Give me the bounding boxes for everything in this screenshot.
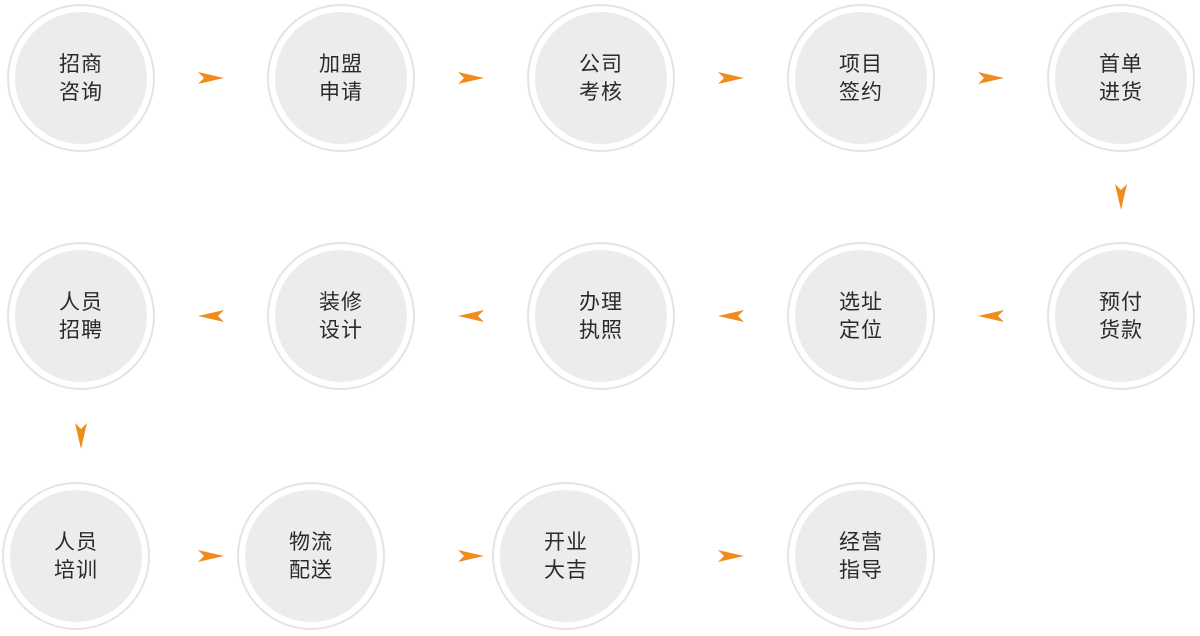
arrow-right-icon [978, 72, 1004, 84]
step-node-8: 办理执照 [527, 242, 675, 390]
arrow-shape [198, 550, 224, 562]
step-circle: 开业大吉 [500, 490, 632, 622]
step-node-4: 项目签约 [787, 4, 935, 152]
step-label-line2: 进货 [1099, 80, 1143, 104]
arrow-shape [718, 550, 744, 562]
step-node-12: 物流配送 [237, 482, 385, 630]
step-label-line2: 定位 [839, 318, 883, 342]
step-label-line1: 加盟 [319, 52, 363, 76]
step-node-9: 装修设计 [267, 242, 415, 390]
arrow-left-icon [458, 310, 484, 322]
arrow-right-icon [458, 72, 484, 84]
step-label-line1: 物流 [289, 530, 333, 554]
step-label-line2: 签约 [839, 80, 883, 104]
step-circle: 办理执照 [535, 250, 667, 382]
arrow-right-icon [718, 550, 744, 562]
step-label-line1: 首单 [1099, 52, 1143, 76]
step-label-line2: 指导 [839, 558, 883, 582]
arrow-down-icon [75, 423, 87, 449]
step-circle: 招商咨询 [15, 12, 147, 144]
step-label-line2: 大吉 [544, 558, 588, 582]
step-label-line2: 执照 [579, 318, 623, 342]
arrow-left-icon [978, 310, 1004, 322]
step-label-line2: 咨询 [59, 80, 103, 104]
step-node-1: 招商咨询 [7, 4, 155, 152]
step-node-13: 开业大吉 [492, 482, 640, 630]
arrow-shape [978, 72, 1004, 84]
arrow-shape [458, 550, 484, 562]
step-label-line1: 人员 [59, 290, 103, 314]
step-label-line1: 人员 [54, 530, 98, 554]
arrow-shape [198, 310, 224, 322]
step-label-line1: 选址 [839, 290, 883, 314]
step-label-line2: 招聘 [59, 318, 103, 342]
step-node-6: 预付货款 [1047, 242, 1195, 390]
arrow-right-icon [718, 72, 744, 84]
arrow-shape [198, 72, 224, 84]
step-label-line1: 项目 [839, 52, 883, 76]
step-node-2: 加盟申请 [267, 4, 415, 152]
arrow-shape [1115, 184, 1127, 210]
arrow-left-icon [718, 310, 744, 322]
step-label-line2: 培训 [54, 558, 98, 582]
step-label-line2: 设计 [319, 318, 363, 342]
step-label-line1: 装修 [319, 290, 363, 314]
step-node-14: 经营指导 [787, 482, 935, 630]
step-circle: 装修设计 [275, 250, 407, 382]
step-circle: 人员培训 [10, 490, 142, 622]
step-circle: 公司考核 [535, 12, 667, 144]
step-circle: 预付货款 [1055, 250, 1187, 382]
step-circle: 首单进货 [1055, 12, 1187, 144]
step-circle: 经营指导 [795, 490, 927, 622]
step-node-11: 人员培训 [2, 482, 150, 630]
step-label-line2: 货款 [1099, 318, 1143, 342]
arrow-shape [458, 310, 484, 322]
step-circle: 加盟申请 [275, 12, 407, 144]
arrow-shape [978, 310, 1004, 322]
step-label-line1: 经营 [839, 530, 883, 554]
step-node-5: 首单进货 [1047, 4, 1195, 152]
step-label-line1: 办理 [579, 290, 623, 314]
step-label-line1: 公司 [579, 52, 623, 76]
step-label-line1: 招商 [59, 52, 103, 76]
arrow-left-icon [198, 310, 224, 322]
step-label-line2: 考核 [579, 80, 623, 104]
step-label-line1: 开业 [544, 530, 588, 554]
step-node-10: 人员招聘 [7, 242, 155, 390]
arrow-shape [718, 310, 744, 322]
step-label-line2: 配送 [289, 558, 333, 582]
arrow-shape [75, 423, 87, 449]
arrow-down-icon [1115, 184, 1127, 210]
arrow-shape [718, 72, 744, 84]
step-circle: 项目签约 [795, 12, 927, 144]
arrow-right-icon [198, 550, 224, 562]
step-label-line2: 申请 [319, 80, 363, 104]
arrow-right-icon [198, 72, 224, 84]
step-circle: 人员招聘 [15, 250, 147, 382]
step-circle: 选址定位 [795, 250, 927, 382]
arrow-shape [458, 72, 484, 84]
arrow-right-icon [458, 550, 484, 562]
step-node-3: 公司考核 [527, 4, 675, 152]
step-label-line1: 预付 [1099, 290, 1143, 314]
step-node-7: 选址定位 [787, 242, 935, 390]
step-circle: 物流配送 [245, 490, 377, 622]
